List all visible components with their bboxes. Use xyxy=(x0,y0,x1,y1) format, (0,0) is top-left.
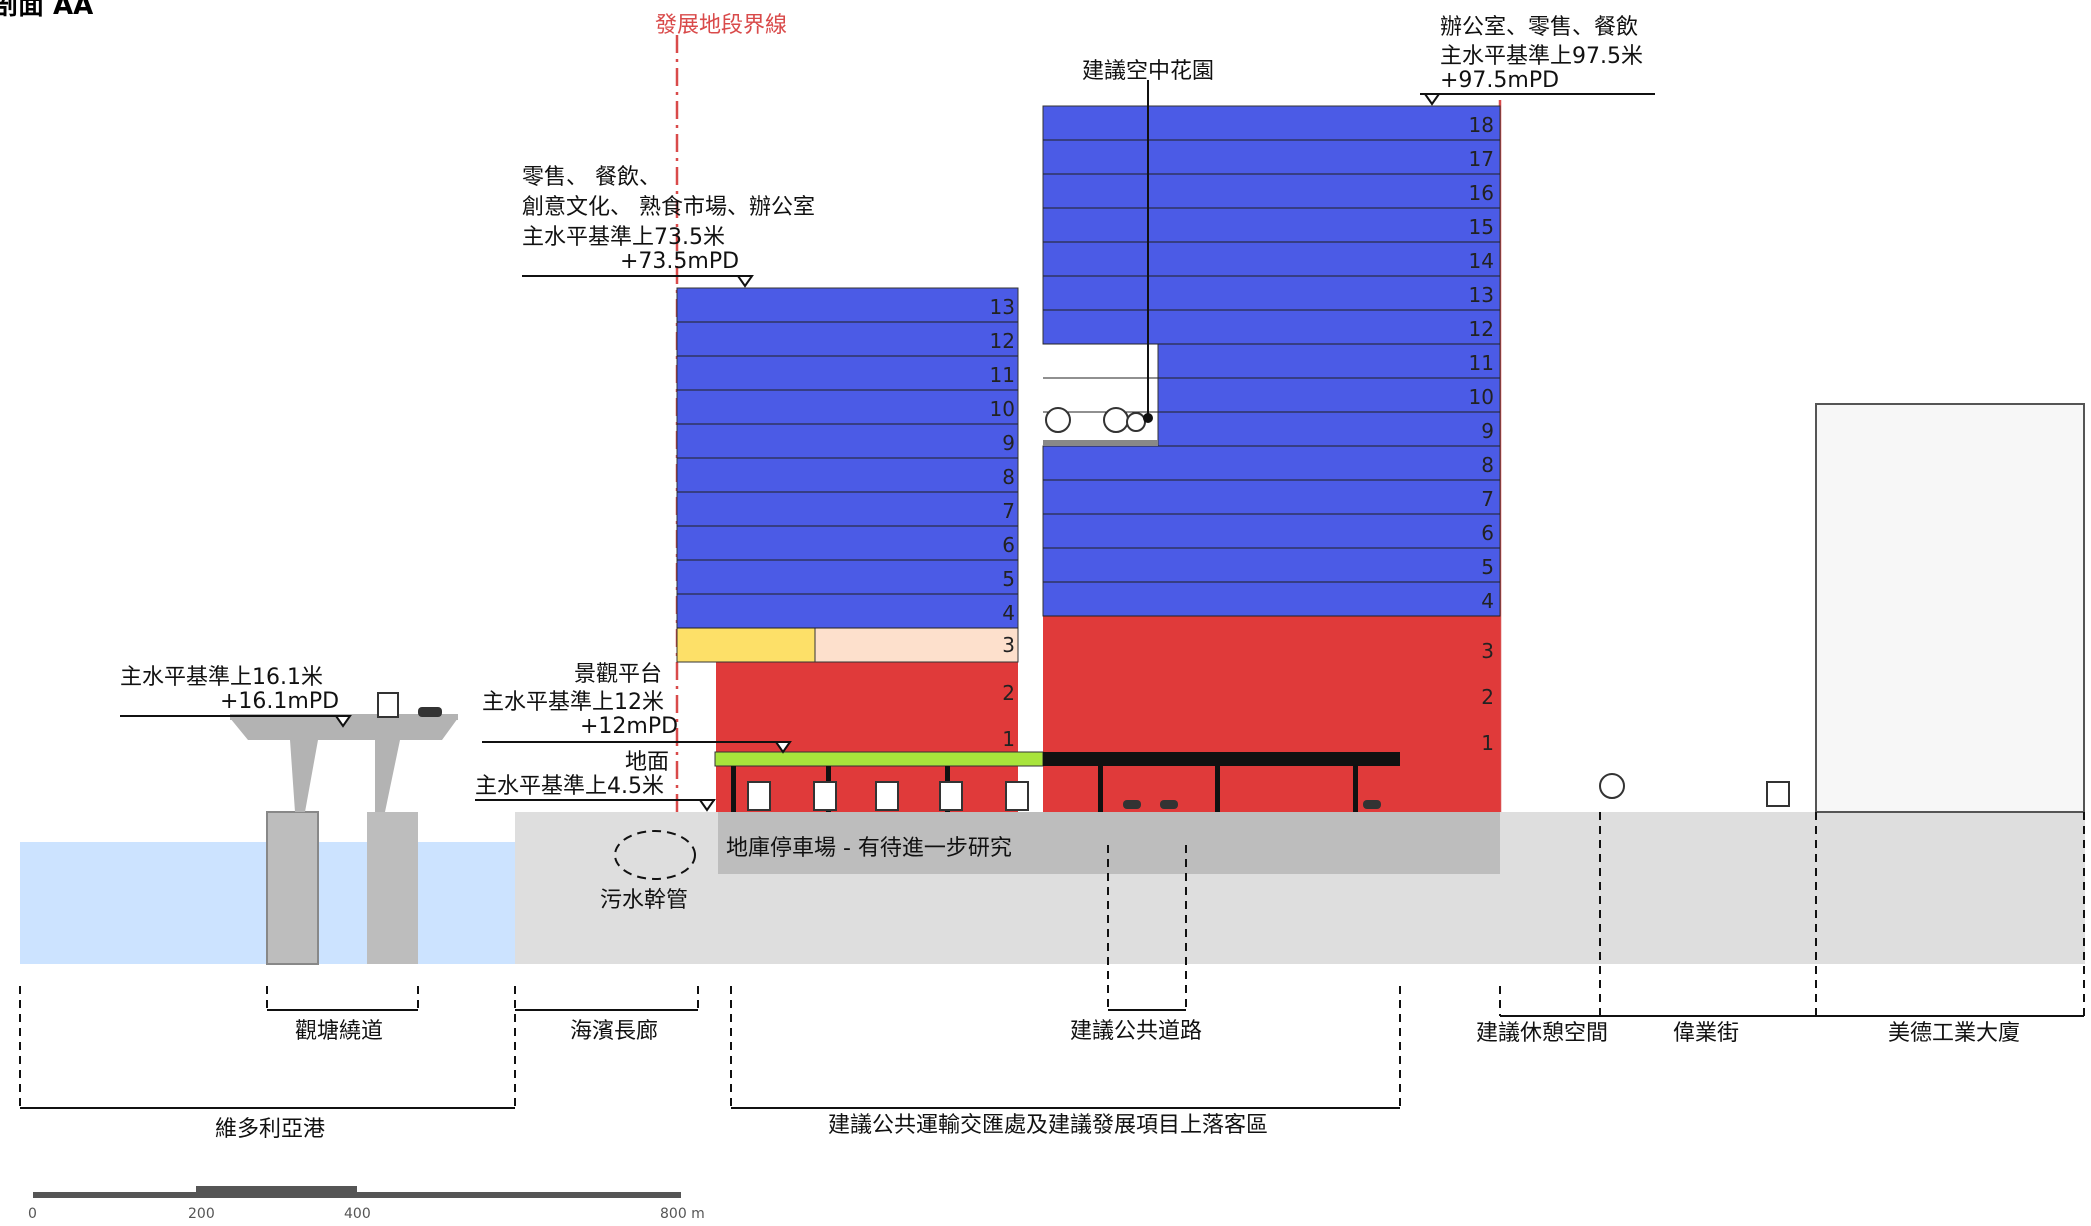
sky-garden-label: 建議空中花園 xyxy=(1082,59,1214,84)
svg-text:辦公室、零售、餐飲: 辦公室、零售、餐飲 xyxy=(1440,15,1638,40)
right-floor-label: 1 xyxy=(1481,731,1494,755)
sewer-label: 污水幹管 xyxy=(600,888,688,913)
svg-text:景觀平台: 景觀平台 xyxy=(574,662,662,687)
right-tower-annotation: 辦公室、零售、餐飲 主水平基準上97.5米 +97.5mPD xyxy=(1420,15,1655,106)
zone-wai-yip-street: 偉業街 xyxy=(1673,1021,1739,1046)
lot-boundary-label: 發展地段界線 xyxy=(655,13,787,38)
zone-public-road: 建議公共道路 xyxy=(1070,1019,1202,1044)
right-floor-label: 15 xyxy=(1469,215,1494,239)
scale-tick-0: 0 xyxy=(28,1206,37,1222)
right-floor-label: 3 xyxy=(1481,639,1494,663)
right-floor-label: 16 xyxy=(1469,181,1494,205)
svg-text:主水平基準上4.5米: 主水平基準上4.5米 xyxy=(475,774,664,799)
svg-text:+16.1mPD: +16.1mPD xyxy=(220,689,339,714)
svg-text:+73.5mPD: +73.5mPD xyxy=(620,249,739,274)
ground-annotation: 地面 主水平基準上4.5米 xyxy=(475,750,716,812)
zone-transport-interchange: 建議公共運輸交匯處及建議發展項目上落客區 xyxy=(828,1113,1268,1138)
right-floor-label: 11 xyxy=(1469,351,1494,375)
svg-text:創意文化、 熟食市場、辦公室: 創意文化、 熟食市場、辦公室 xyxy=(522,195,815,220)
left-floor-label: 8 xyxy=(1002,465,1015,489)
svg-text:+12mPD: +12mPD xyxy=(580,714,678,739)
left-floor-label: 12 xyxy=(990,329,1015,353)
left-floor-label: 10 xyxy=(990,397,1015,421)
right-floor-labels: 18 17 16 15 14 13 12 11 10 9 8 7 6 5 4 3 2 1 xyxy=(1469,113,1494,755)
section-title: 剖面 AA xyxy=(0,0,93,21)
left-floor-label: 5 xyxy=(1002,567,1015,591)
svg-text:主水平基準上97.5米: 主水平基準上97.5米 xyxy=(1440,44,1643,69)
scale-tick-400: 400 xyxy=(344,1206,371,1222)
viaduct xyxy=(230,692,458,965)
svg-text:地面: 地面 xyxy=(625,750,669,775)
right-floor-label: 7 xyxy=(1481,487,1494,511)
right-floor-label: 14 xyxy=(1469,249,1494,273)
scale-bar: 0 200 400 800 m xyxy=(28,1186,705,1222)
sky-garden-dot xyxy=(1143,413,1153,423)
right-floor-label: 5 xyxy=(1481,555,1494,579)
right-floor-label: 12 xyxy=(1469,317,1494,341)
right-floor-label: 4 xyxy=(1481,589,1494,613)
right-floor-label: 17 xyxy=(1469,147,1494,171)
tower-left xyxy=(676,287,1019,812)
svg-text:+97.5mPD: +97.5mPD xyxy=(1440,68,1559,93)
zone-dimension-lines xyxy=(19,812,2085,1109)
viaduct-annotation: 主水平基準上16.1米 +16.1mPD xyxy=(120,665,352,728)
svg-text:主水平基準上16.1米: 主水平基準上16.1米 xyxy=(120,665,323,690)
right-floor-label: 2 xyxy=(1481,685,1494,709)
basement-label: 地庫停車場 - 有待進一步研究 xyxy=(726,836,1012,861)
svg-text:主水平基準上12米: 主水平基準上12米 xyxy=(482,690,664,715)
left-floor-label: 7 xyxy=(1002,499,1015,523)
left-floor-label: 13 xyxy=(990,295,1015,319)
street-trees xyxy=(1599,773,1790,807)
right-floor-label: 6 xyxy=(1481,521,1494,545)
left-floor-labels: 13 12 11 10 9 8 7 6 5 4 3 2 1 xyxy=(990,295,1015,751)
right-floor-label: 8 xyxy=(1481,453,1494,477)
platform-annotation: 景觀平台 主水平基準上12米 +12mPD xyxy=(482,662,792,754)
right-floor-label: 9 xyxy=(1481,419,1494,443)
right-floor-label: 10 xyxy=(1469,385,1494,409)
left-floor-label: 9 xyxy=(1002,431,1015,455)
left-floor-label: 1 xyxy=(1002,727,1015,751)
landscape-platform xyxy=(714,751,1044,767)
zone-victoria-harbour: 維多利亞港 xyxy=(215,1117,325,1142)
left-floor-label: 2 xyxy=(1002,681,1015,705)
left-floor-label: 11 xyxy=(990,363,1015,387)
pti-cars xyxy=(1123,800,1381,809)
right-floor-label: 13 xyxy=(1469,283,1494,307)
zone-rest-space: 建議休憩空間 xyxy=(1476,1021,1608,1046)
left-floor-label: 4 xyxy=(1002,601,1015,625)
scale-tick-200: 200 xyxy=(188,1206,215,1222)
sewer-main xyxy=(614,830,696,880)
scale-tick-800: 800 m xyxy=(660,1206,705,1222)
svg-text:主水平基準上73.5米: 主水平基準上73.5米 xyxy=(522,225,725,250)
left-floor-label: 3 xyxy=(1002,633,1015,657)
pti-canopy xyxy=(1043,752,1400,766)
zone-mai-tak-building: 美德工業大廈 xyxy=(1888,1021,2020,1046)
pti-vehicles xyxy=(747,781,1029,811)
svg-text:零售、 餐飲、: 零售、 餐飲、 xyxy=(522,165,661,190)
zone-kwun-tong-bypass: 觀塘繞道 xyxy=(295,1019,383,1044)
tower-right xyxy=(1042,105,1501,812)
left-tower-annotation: 零售、 餐飲、 創意文化、 熟食市場、辦公室 主水平基準上73.5米 +73.5… xyxy=(522,165,815,288)
left-floor-label: 6 xyxy=(1002,533,1015,557)
zone-waterfront-promenade: 海濱長廊 xyxy=(570,1019,658,1044)
mai-tak-building xyxy=(1815,403,2085,813)
right-floor-label: 18 xyxy=(1469,113,1494,137)
